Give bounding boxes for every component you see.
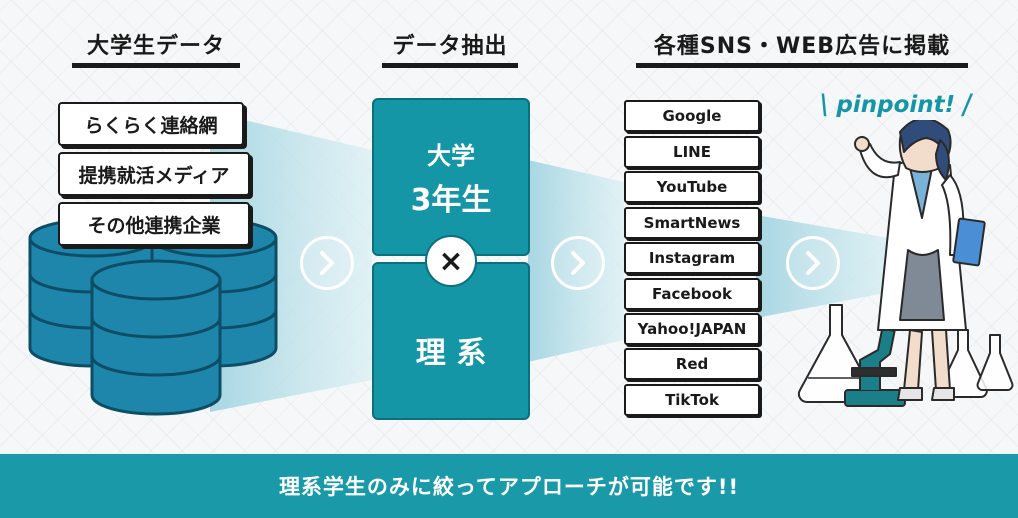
title-data-extract: データ抽出 [382, 28, 518, 68]
platform-instagram: Instagram [624, 242, 760, 274]
filter-major-box: 理 系 [372, 262, 530, 420]
platform-tiktok: TikTok [624, 384, 760, 416]
platform-red: Red [624, 348, 760, 380]
footer-banner: 理系学生のみに絞ってアプローチが可能です!! [0, 454, 1018, 518]
filter-year-label-top: 大学 [427, 141, 475, 170]
pinpoint-callout: \ pinpoint! / [820, 89, 1000, 124]
source-tag: その他連携企業 [58, 202, 250, 246]
filter-major-label: 理 系 [415, 336, 487, 371]
title-student-data: 大学生データ [72, 28, 240, 68]
source-tag: 提携就活メディア [58, 152, 250, 196]
chevron-right-icon [786, 236, 840, 290]
chevron-right-icon [551, 236, 605, 290]
platform-smartnews: SmartNews [624, 207, 760, 239]
filter-year-label: 3年生 [410, 182, 492, 218]
filter-year-box: 大学 3年生 [372, 98, 530, 256]
platform-yahoo-japan: Yahoo!JAPAN [624, 313, 760, 345]
footer-text: 理系学生のみに絞ってアプローチが可能です!! [278, 475, 740, 499]
platform-youtube: YouTube [624, 171, 760, 203]
callout-text: pinpoint! [836, 92, 956, 118]
platform-google: Google [624, 100, 760, 132]
callout-slash-left: \ [820, 89, 829, 121]
title-ads: 各種SNS・WEB広告に掲載 [636, 28, 968, 68]
times-badge: × [425, 235, 477, 287]
scientist-illustration [797, 120, 1014, 407]
platform-line: LINE [624, 136, 760, 168]
source-tag: らくらく連絡網 [58, 102, 244, 146]
chevron-right-icon [300, 236, 354, 290]
platform-facebook: Facebook [624, 278, 760, 310]
database-icon [28, 218, 278, 416]
callout-slash-right: / [963, 89, 972, 121]
